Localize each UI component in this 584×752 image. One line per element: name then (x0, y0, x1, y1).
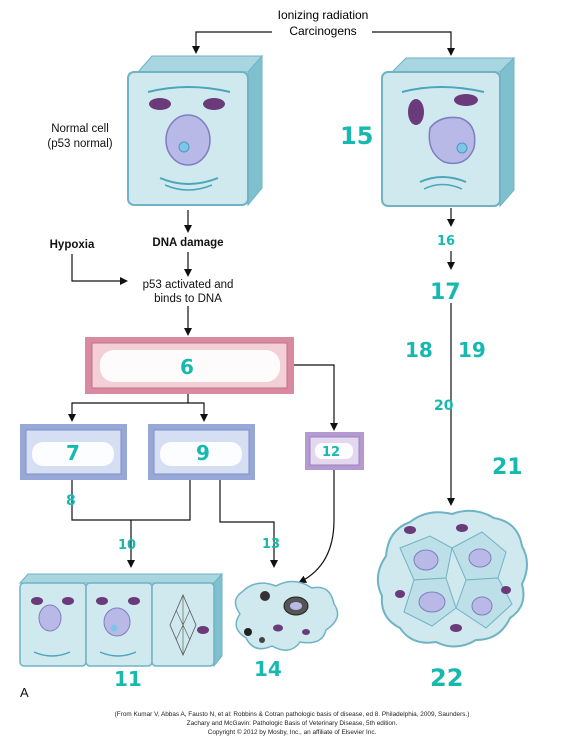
cell-row (18, 572, 224, 668)
panel-letter: A (20, 685, 29, 700)
credit-line-1: (From Kumar V, Abbas A, Fausto N, et al:… (114, 711, 470, 718)
normal-cell (127, 54, 264, 207)
box-12 (305, 432, 364, 470)
annotation-18: 18 (405, 338, 433, 362)
annotation-9: 9 (196, 441, 210, 465)
p53-normal-label: (p53 normal) (47, 138, 112, 150)
box-7 (20, 424, 127, 480)
annotation-6: 6 (180, 355, 194, 379)
normal-cell-label: Normal cell (51, 123, 109, 135)
carcinogens-label: Carcinogens (289, 24, 356, 38)
annotation-15: 15 (340, 122, 373, 150)
annotation-11: 11 (114, 667, 142, 691)
mutated-cell (381, 56, 516, 208)
credit-line-2: Zachary and McGavin: Pathologic Basis of… (186, 720, 398, 727)
annotation-8: 8 (66, 493, 76, 509)
annotation-12: 12 (322, 445, 340, 460)
annotation-14: 14 (254, 657, 282, 681)
annotation-17: 17 (430, 280, 461, 305)
box-9 (148, 424, 255, 480)
credit-line-3: Copyright © 2012 by Mosby, Inc., an affi… (207, 729, 377, 736)
annotation-16: 16 (437, 234, 455, 249)
annotation-10: 10 (118, 538, 136, 553)
annotation-20: 20 (434, 398, 454, 414)
binds-dna-label: binds to DNA (154, 293, 222, 305)
connector-lines (68, 31, 455, 583)
hypoxia-label: Hypoxia (50, 239, 95, 251)
annotation-22: 22 (430, 664, 463, 692)
annotation-19: 19 (458, 338, 486, 362)
apoptotic-cell (234, 580, 339, 651)
annotation-21: 21 (492, 455, 523, 480)
annotation-7: 7 (66, 441, 80, 465)
radiation-label: Ionizing radiation (278, 8, 369, 22)
box-6 (85, 337, 294, 394)
tumor-mass (376, 509, 528, 648)
p53-activated-label: p53 activated and (143, 279, 234, 291)
annotation-13: 13 (262, 537, 280, 552)
dna-damage-label: DNA damage (152, 237, 223, 249)
